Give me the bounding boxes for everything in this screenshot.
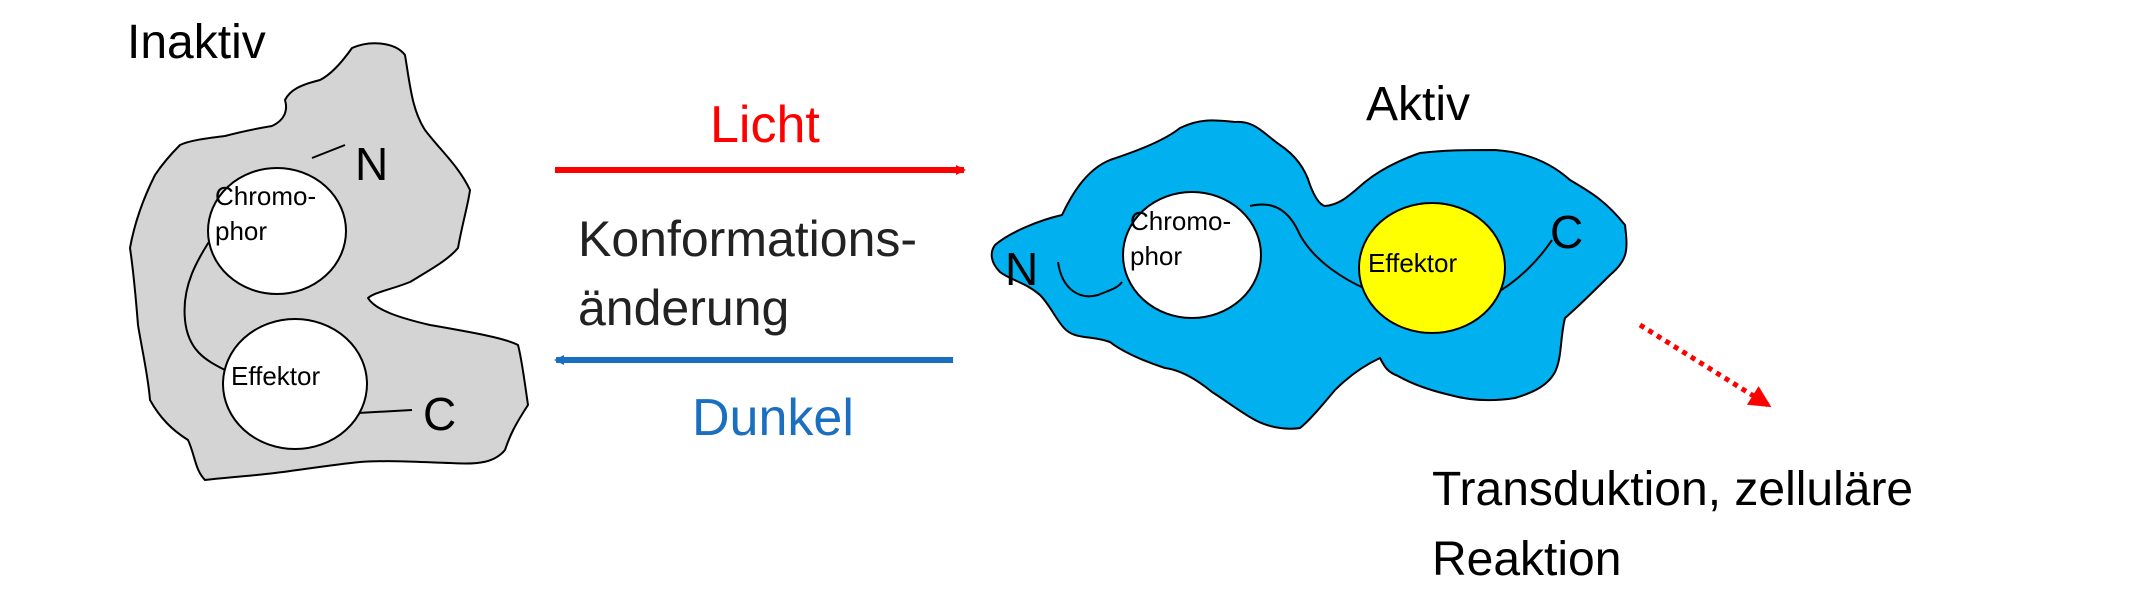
light-label: Licht xyxy=(710,96,820,154)
active-n-terminus: N xyxy=(1005,243,1038,295)
outcome-label-1: Transduktion, zelluläre xyxy=(1432,463,1913,516)
active-effector-label: Effektor xyxy=(1368,248,1457,278)
inactive-c-terminus: C xyxy=(423,388,456,440)
conformation-label-2: änderung xyxy=(578,280,789,336)
dark-label: Dunkel xyxy=(692,389,854,447)
inactive-chromophore-label-2: phor xyxy=(215,216,267,246)
conformation-label-1: Konformations- xyxy=(578,211,917,267)
active-title: Aktiv xyxy=(1366,78,1470,131)
active-protein: Chromo- phor Effektor N C xyxy=(990,119,1628,430)
active-effector xyxy=(1358,202,1506,334)
transduction-arrow xyxy=(1638,322,1772,408)
inactive-effector-label: Effektor xyxy=(231,361,320,391)
active-chromophore xyxy=(1122,191,1262,319)
inactive-n-terminus: N xyxy=(355,138,388,190)
inactive-title: Inaktiv xyxy=(127,16,266,69)
active-chromophore-label-1: Chromo- xyxy=(1130,206,1231,236)
outcome-label-2: Reaktion xyxy=(1432,533,1621,586)
inactive-chromophore xyxy=(207,167,347,295)
inactive-chromophore-label-1: Chromo- xyxy=(215,181,316,211)
active-c-terminus: C xyxy=(1550,206,1583,258)
inactive-protein: Chromo- phor Effektor N C xyxy=(129,42,529,481)
active-protein-body xyxy=(990,119,1628,430)
inactive-effector xyxy=(222,318,368,450)
active-chromophore-label-2: phor xyxy=(1130,241,1182,271)
